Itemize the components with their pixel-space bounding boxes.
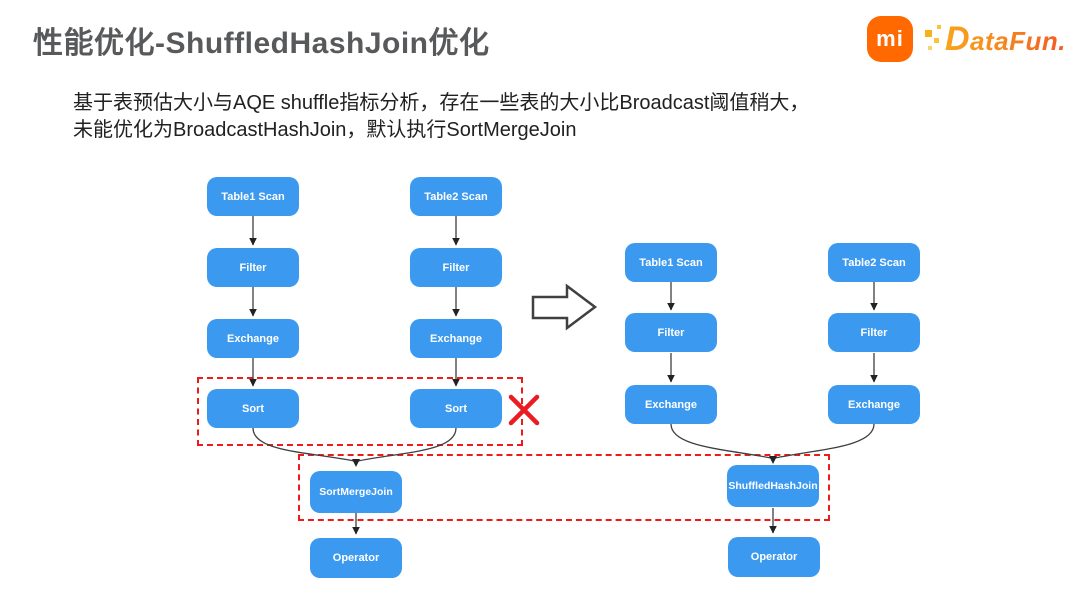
node-before-filter-2: Filter bbox=[410, 248, 502, 287]
node-after-exchange-1: Exchange bbox=[625, 385, 717, 424]
join-highlight-rect bbox=[298, 454, 830, 521]
description-line-2: 未能优化为BroadcastHashJoin，默认执行SortMergeJoin bbox=[73, 119, 577, 141]
node-after-filter-2: Filter bbox=[828, 313, 920, 352]
description-line-1: 基于表预估大小与AQE shuffle指标分析，存在一些表的大小比Broadca… bbox=[73, 92, 810, 114]
xiaomi-logo-icon: mi bbox=[866, 16, 913, 62]
node-after-exchange-2: Exchange bbox=[828, 385, 920, 424]
xiaomi-logo-text: mi bbox=[876, 26, 904, 51]
description-text: 基于表预估大小与AQE shuffle指标分析，存在一些表的大小比Broadca… bbox=[73, 90, 809, 144]
node-after-filter-1: Filter bbox=[625, 313, 717, 352]
datafun-dots-decoration bbox=[936, 25, 941, 29]
node-after-operator: Operator bbox=[728, 537, 820, 577]
node-before-sort-2: Sort bbox=[410, 389, 502, 428]
node-before-operator: Operator bbox=[310, 538, 402, 578]
node-sortmergejoin: SortMergeJoin bbox=[310, 471, 402, 513]
datafun-dots-decoration bbox=[933, 38, 939, 43]
node-before-exchange-1: Exchange bbox=[207, 319, 299, 358]
node-before-filter-1: Filter bbox=[207, 248, 299, 287]
logo-area: mi DataFun. bbox=[866, 16, 1066, 62]
node-before-table2-scan: Table2 Scan bbox=[410, 177, 502, 216]
node-after-table1-scan: Table1 Scan bbox=[625, 243, 717, 282]
transform-right-arrow-icon bbox=[531, 283, 598, 331]
datafun-dots-decoration bbox=[927, 46, 932, 50]
node-after-table2-scan: Table2 Scan bbox=[828, 243, 920, 282]
datafun-dots-decoration bbox=[924, 30, 932, 37]
page-title: 性能优化-ShuffledHashJoin优化 bbox=[33, 27, 490, 60]
node-shuffledhashjoin: ShuffledHashJoin bbox=[727, 465, 819, 507]
node-before-exchange-2: Exchange bbox=[410, 319, 502, 358]
node-before-sort-1: Sort bbox=[207, 389, 299, 428]
datafun-logo: DataFun. bbox=[924, 16, 1066, 62]
node-before-table1-scan: Table1 Scan bbox=[207, 177, 299, 216]
datafun-logo-text: DataFun. bbox=[944, 19, 1066, 58]
